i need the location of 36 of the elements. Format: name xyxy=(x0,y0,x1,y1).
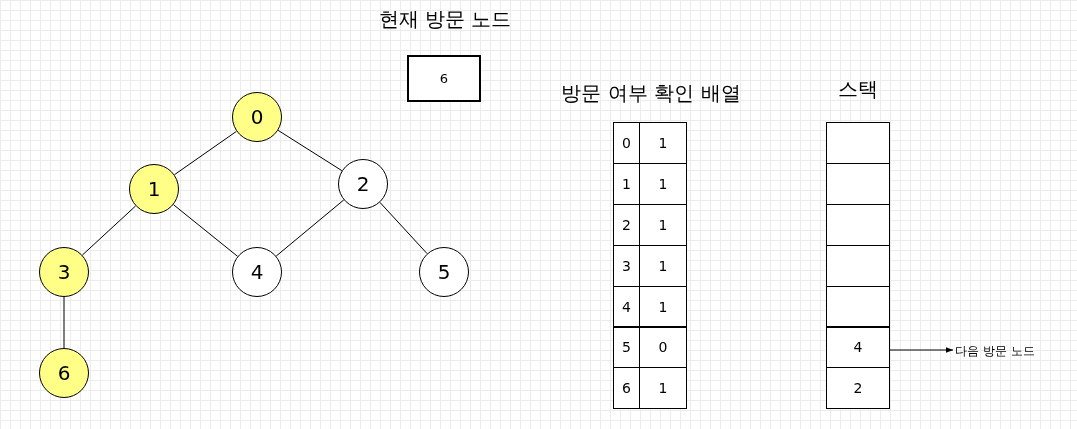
graph-node-circle: 1 xyxy=(129,164,179,214)
annotation-text: 다음 방문 노드 xyxy=(955,343,1035,360)
value-cell: 1 xyxy=(639,244,687,287)
value-cell: 0 xyxy=(639,326,687,369)
index-cell: 0 xyxy=(613,122,640,164)
graph-node-circle: 4 xyxy=(232,247,282,297)
connector-line xyxy=(277,129,343,172)
connector-line xyxy=(81,205,137,256)
graph-node-circle: 0 xyxy=(232,92,282,142)
graph-node-circle: 6 xyxy=(39,348,89,398)
stack-cell xyxy=(826,122,890,164)
stack-cell xyxy=(826,285,890,328)
stack-cell xyxy=(826,162,890,205)
stack-cell xyxy=(826,244,890,287)
stack-cell xyxy=(826,203,890,246)
stack-title: 스택 xyxy=(836,76,879,103)
value-cell: 1 xyxy=(639,122,687,164)
value-cell: 1 xyxy=(639,203,687,246)
value-cell: 1 xyxy=(639,162,687,205)
array-title: 방문 여부 확인 배열 xyxy=(560,80,742,107)
graph-node-circle: 5 xyxy=(419,247,469,297)
connector-line xyxy=(63,296,65,349)
value-cell: 1 xyxy=(639,367,687,410)
index-cell: 6 xyxy=(613,367,640,410)
graph-node-circle: 2 xyxy=(338,159,388,209)
connector-line xyxy=(379,201,428,255)
connector-line xyxy=(174,130,237,176)
connector-line xyxy=(172,204,239,257)
stack-cell: 4 xyxy=(826,326,890,369)
graph-node-circle: 3 xyxy=(39,247,89,297)
value-box: 6 xyxy=(407,55,481,102)
value-cell: 1 xyxy=(639,285,687,328)
box-title: 현재 방문 노드 xyxy=(377,6,513,33)
connector-line xyxy=(275,199,345,257)
stack-cell: 2 xyxy=(826,367,890,410)
arrow xyxy=(888,347,954,353)
